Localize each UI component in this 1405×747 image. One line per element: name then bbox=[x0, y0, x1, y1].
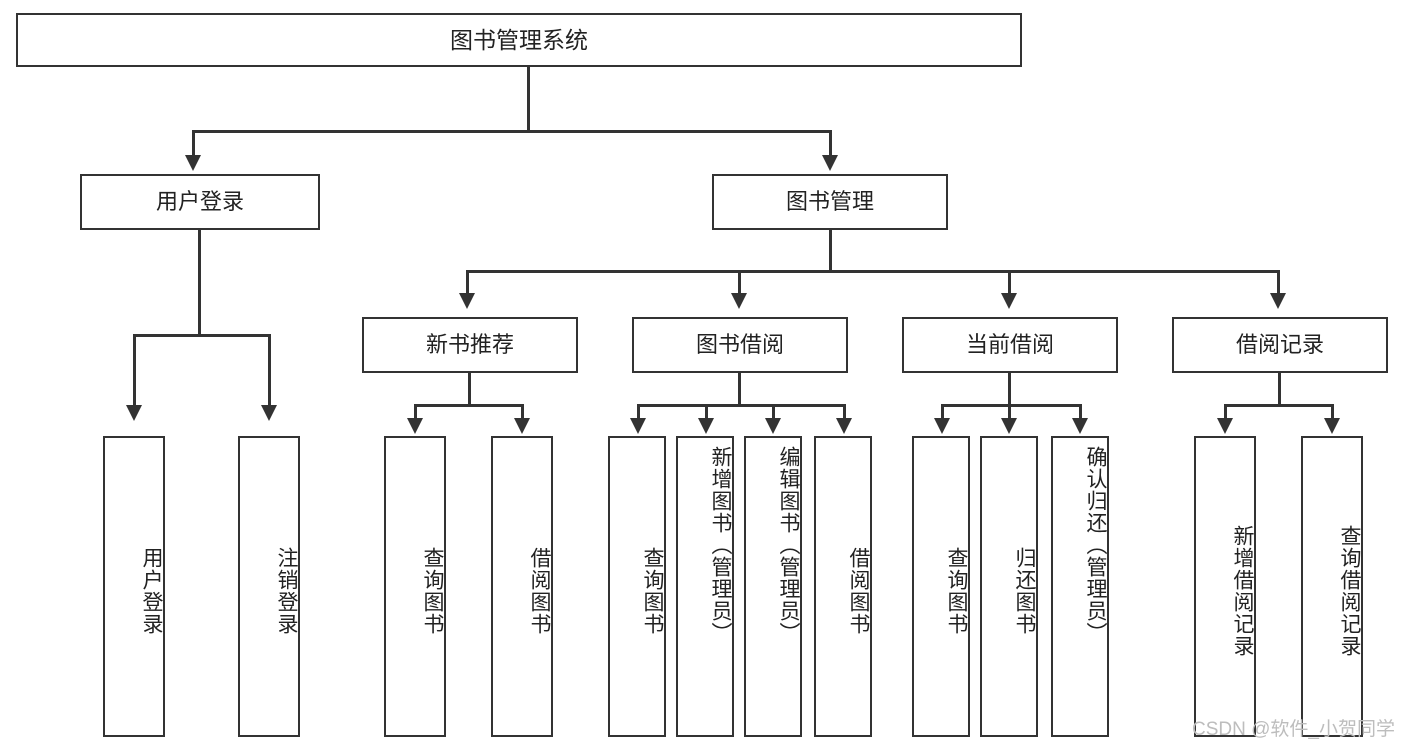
arrow-root-to-user-login bbox=[185, 155, 201, 171]
node-label: 查询图书 bbox=[945, 546, 968, 635]
edge-bm-to-current-borrow bbox=[1008, 270, 1011, 295]
arrow-bm-to-borrow-record bbox=[1270, 293, 1286, 309]
leaf-book-borrow-1[interactable]: 查询图书 bbox=[608, 436, 666, 737]
arrow-root-to-book-management bbox=[822, 155, 838, 171]
arrow-br-to-leaf-1 bbox=[1217, 418, 1233, 434]
node-label: 用户登录 bbox=[155, 189, 244, 215]
leaf-book-borrow-2[interactable]: 新增图书（管理员） bbox=[676, 436, 734, 737]
node-label: 新增借阅记录 bbox=[1231, 524, 1254, 657]
arrow-bm-to-current-borrow bbox=[1001, 293, 1017, 309]
node-root-book-management-system[interactable]: 图书管理系统 bbox=[16, 13, 1022, 67]
leaf-new-book-recommend-2[interactable]: 借阅图书 bbox=[491, 436, 553, 737]
edge-new-book-to-leaf-2 bbox=[521, 404, 524, 420]
arrow-cb-to-leaf-3 bbox=[1072, 418, 1088, 434]
node-label: 图书借阅 bbox=[695, 332, 784, 358]
edge-root-stem bbox=[527, 67, 530, 132]
leaf-user-login-2[interactable]: 注销登录 bbox=[238, 436, 300, 737]
arrow-new-book-to-leaf-1 bbox=[407, 418, 423, 434]
edge-new-book-bus bbox=[414, 404, 524, 407]
leaf-user-login-1[interactable]: 用户登录 bbox=[103, 436, 165, 737]
edge-bm-to-book-borrow bbox=[738, 270, 741, 295]
node-label: 借阅记录 bbox=[1235, 332, 1324, 358]
node-label: 归还图书 bbox=[1013, 546, 1036, 635]
edge-bb-to-leaf-2 bbox=[705, 404, 708, 420]
edge-cb-to-leaf-2 bbox=[1008, 404, 1011, 420]
edge-user-login-to-leaf-1 bbox=[133, 334, 136, 407]
leaf-new-book-recommend-1[interactable]: 查询图书 bbox=[384, 436, 446, 737]
edge-bb-to-leaf-1 bbox=[637, 404, 640, 420]
arrow-bb-to-leaf-1 bbox=[630, 418, 646, 434]
arrow-new-book-to-leaf-2 bbox=[514, 418, 530, 434]
node-label: 注销登录 bbox=[275, 546, 298, 635]
leaf-borrow-record-1[interactable]: 新增借阅记录 bbox=[1194, 436, 1256, 737]
node-user-login[interactable]: 用户登录 bbox=[80, 174, 320, 230]
node-book-management[interactable]: 图书管理 bbox=[712, 174, 948, 230]
arrow-bb-to-leaf-2 bbox=[698, 418, 714, 434]
arrow-bb-to-leaf-4 bbox=[836, 418, 852, 434]
leaf-book-borrow-3[interactable]: 编辑图书（管理员） bbox=[744, 436, 802, 737]
node-book-borrow[interactable]: 图书借阅 bbox=[632, 317, 848, 373]
edge-user-login-bus bbox=[133, 334, 271, 337]
node-label: 编辑图书（管理员） bbox=[777, 446, 800, 644]
node-borrow-record[interactable]: 借阅记录 bbox=[1172, 317, 1388, 373]
arrow-cb-to-leaf-2 bbox=[1001, 418, 1017, 434]
node-label: 用户登录 bbox=[140, 546, 163, 635]
edge-book-borrow-bus bbox=[637, 404, 846, 407]
edge-cb-to-leaf-3 bbox=[1079, 404, 1082, 420]
leaf-current-borrow-2[interactable]: 归还图书 bbox=[980, 436, 1038, 737]
node-label: 查询图书 bbox=[641, 546, 664, 635]
node-label: 图书管理 bbox=[785, 189, 874, 215]
edge-root-to-user-login bbox=[192, 130, 195, 157]
arrow-br-to-leaf-2 bbox=[1324, 418, 1340, 434]
node-label: 新书推荐 bbox=[425, 332, 514, 358]
leaf-book-borrow-4[interactable]: 借阅图书 bbox=[814, 436, 872, 737]
node-label: 确认归还（管理员） bbox=[1084, 446, 1107, 644]
arrow-user-login-to-leaf-1 bbox=[126, 405, 142, 421]
edge-current-borrow-bus bbox=[941, 404, 1082, 407]
edge-book-management-bus bbox=[466, 270, 1280, 273]
arrow-cb-to-leaf-1 bbox=[934, 418, 950, 434]
arrow-bm-to-book-borrow bbox=[731, 293, 747, 309]
edge-root-bus bbox=[192, 130, 832, 133]
arrow-bb-to-leaf-3 bbox=[765, 418, 781, 434]
edge-user-login-stem bbox=[198, 230, 201, 336]
edge-bb-to-leaf-3 bbox=[772, 404, 775, 420]
edge-borrow-record-stem bbox=[1278, 373, 1281, 406]
node-label: 当前借阅 bbox=[965, 332, 1054, 358]
edge-br-to-leaf-1 bbox=[1224, 404, 1227, 420]
node-label: 新增图书（管理员） bbox=[709, 446, 732, 644]
edge-cb-to-leaf-1 bbox=[941, 404, 944, 420]
edge-current-borrow-stem bbox=[1008, 373, 1011, 406]
edge-new-book-to-leaf-1 bbox=[414, 404, 417, 420]
edge-bm-to-borrow-record bbox=[1277, 270, 1280, 295]
node-label: 借阅图书 bbox=[528, 546, 551, 635]
arrow-bm-to-new-book bbox=[459, 293, 475, 309]
node-label: 查询借阅记录 bbox=[1338, 524, 1361, 657]
edge-book-management-stem bbox=[829, 230, 832, 272]
edge-root-to-book-management bbox=[829, 130, 832, 157]
leaf-borrow-record-2[interactable]: 查询借阅记录 bbox=[1301, 436, 1363, 737]
arrow-user-login-to-leaf-2 bbox=[261, 405, 277, 421]
node-label: 查询图书 bbox=[421, 546, 444, 635]
node-label: 图书管理系统 bbox=[450, 26, 588, 53]
edge-book-borrow-stem bbox=[738, 373, 741, 406]
node-current-borrow[interactable]: 当前借阅 bbox=[902, 317, 1118, 373]
leaf-current-borrow-1[interactable]: 查询图书 bbox=[912, 436, 970, 737]
edge-bm-to-new-book bbox=[466, 270, 469, 295]
edge-borrow-record-bus bbox=[1224, 404, 1334, 407]
edge-user-login-to-leaf-2 bbox=[268, 334, 271, 407]
edge-bb-to-leaf-4 bbox=[843, 404, 846, 420]
node-label: 借阅图书 bbox=[847, 546, 870, 635]
leaf-current-borrow-3[interactable]: 确认归还（管理员） bbox=[1051, 436, 1109, 737]
edge-new-book-stem bbox=[468, 373, 471, 406]
edge-br-to-leaf-2 bbox=[1331, 404, 1334, 420]
node-new-book-recommend[interactable]: 新书推荐 bbox=[362, 317, 578, 373]
